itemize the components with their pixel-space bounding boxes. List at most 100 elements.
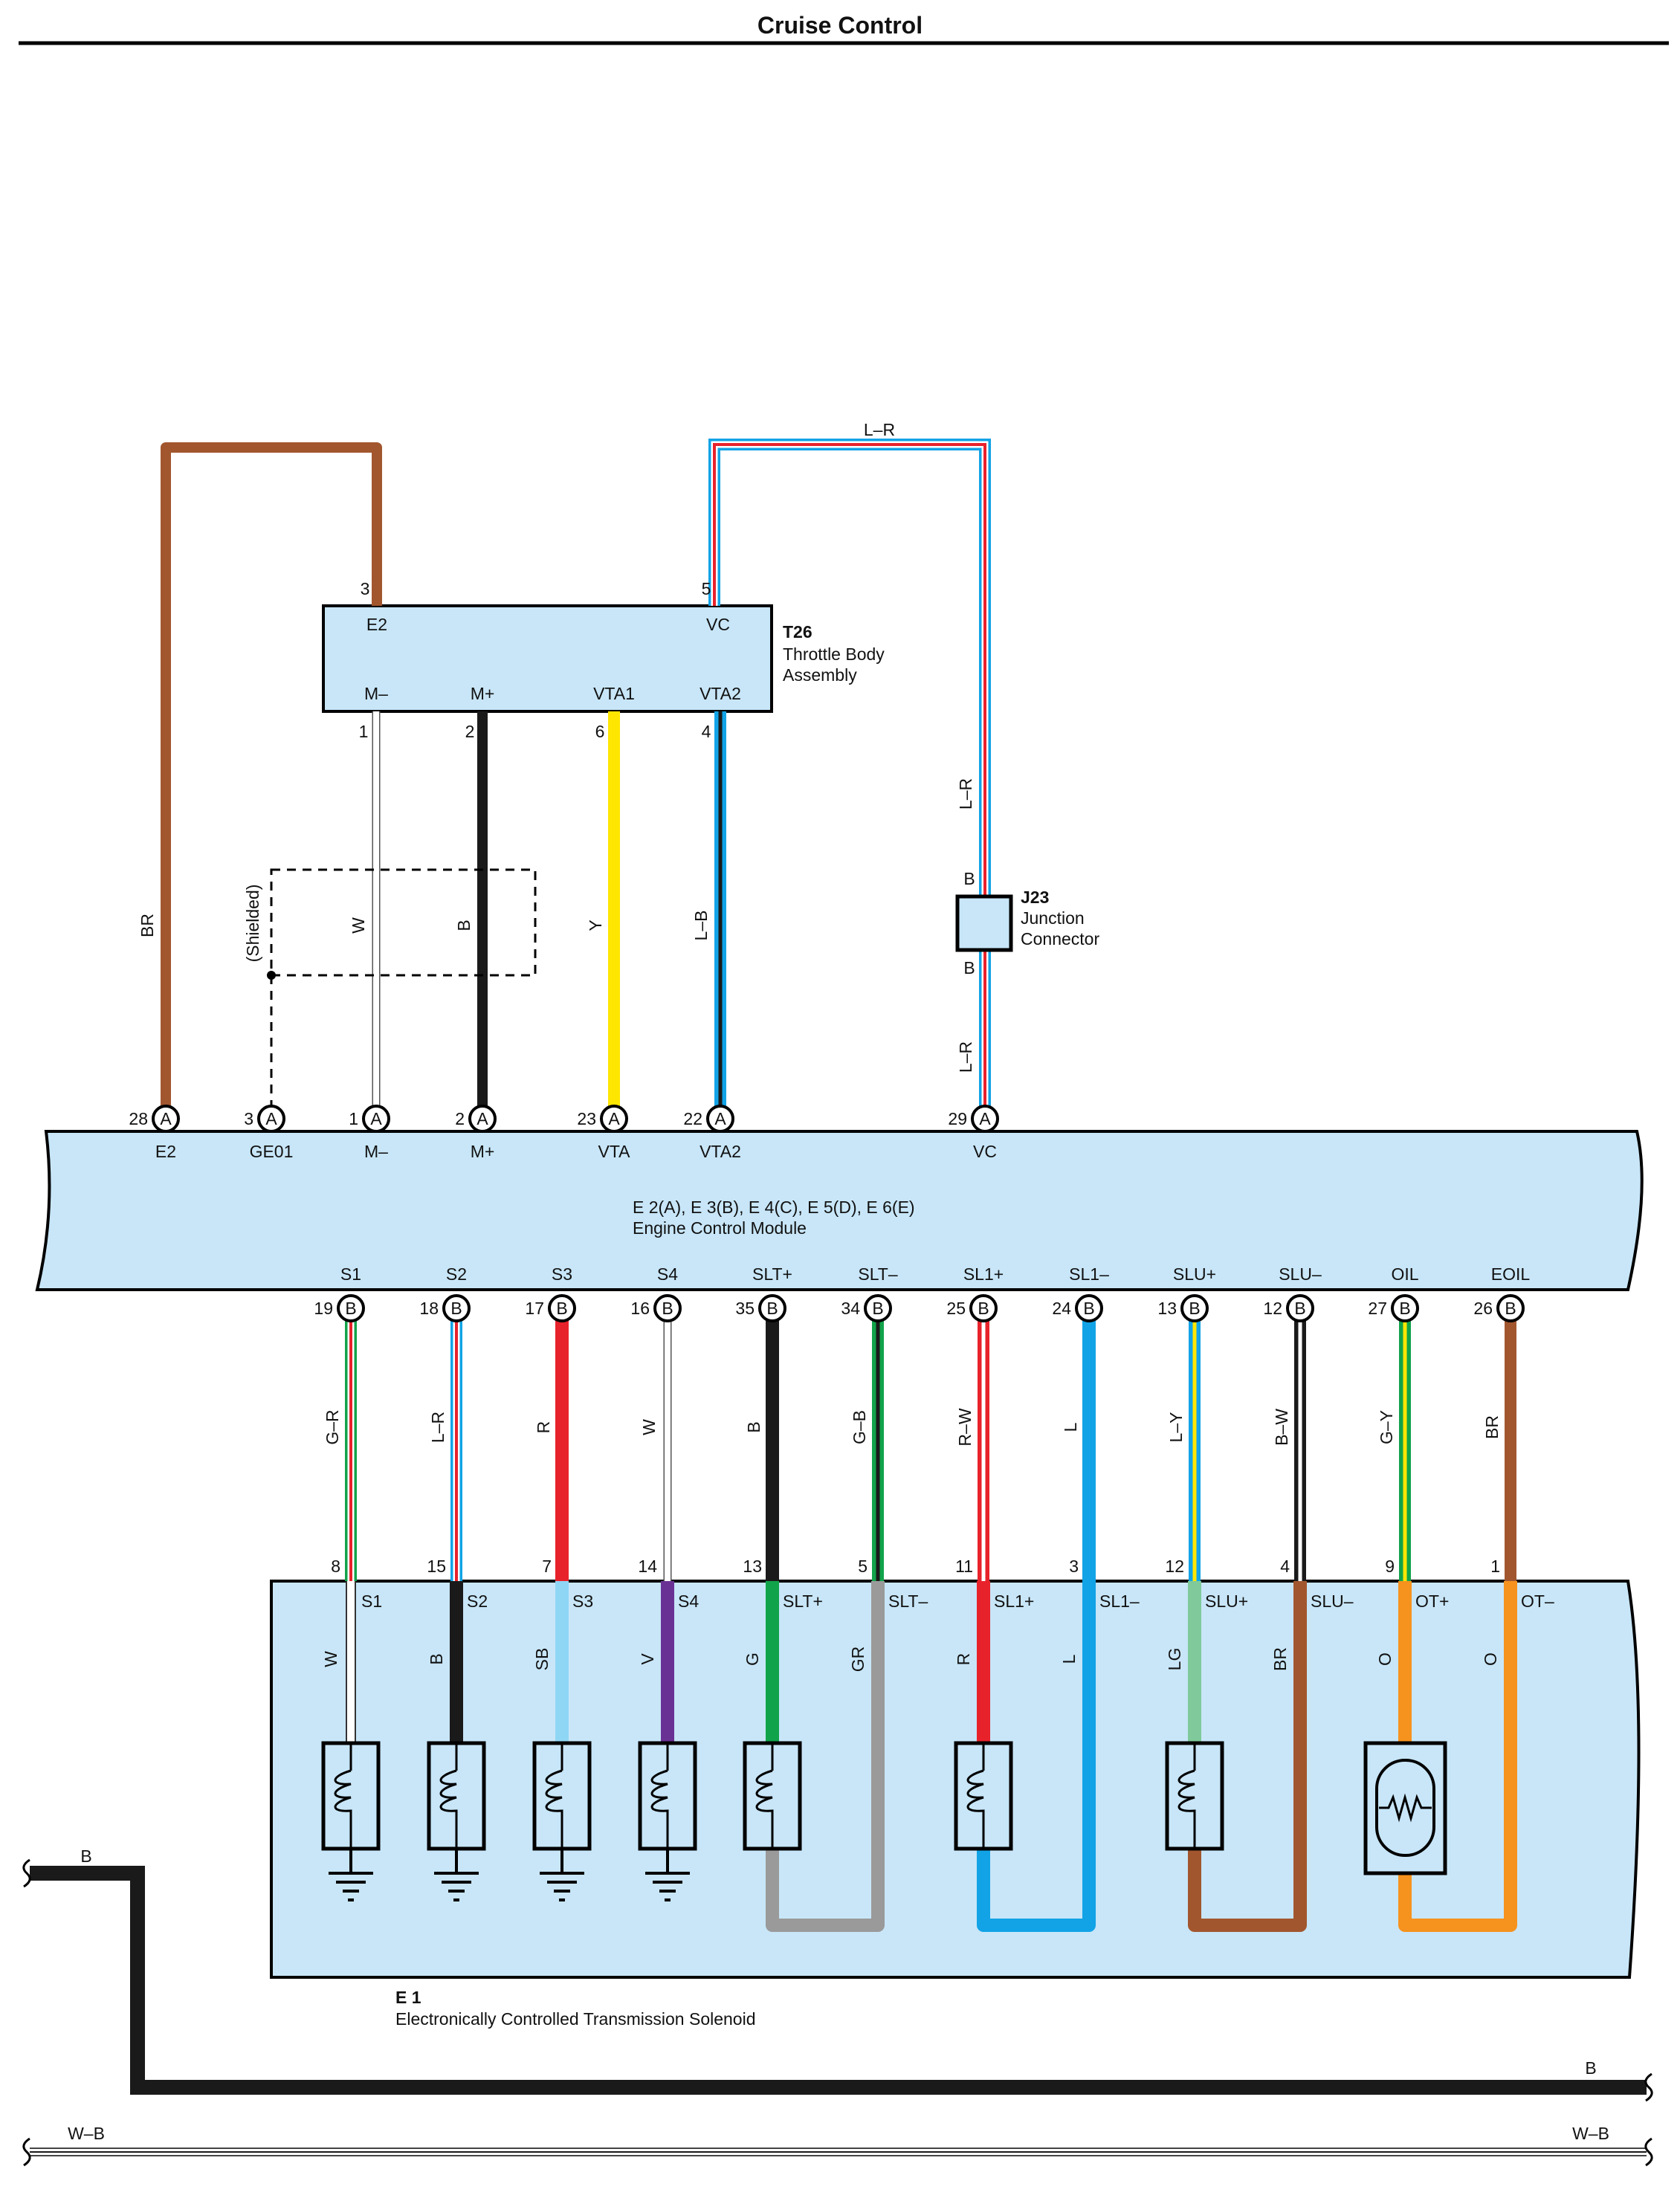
tb-term-e2: E2 (366, 615, 387, 634)
solenoid-terminal-labels: 8S1W15S2B7S3SB14S4V13SLT+G5SLT–GR11SL1+R… (321, 1557, 1554, 1672)
terminal-name: SLU– (1279, 1264, 1322, 1284)
pin-number: 28 (129, 1109, 148, 1128)
pin-number: 11 (955, 1557, 973, 1576)
connector-letter: A (476, 1109, 488, 1128)
connector-circle (864, 1294, 892, 1322)
connector-circle (971, 1105, 999, 1133)
connector-circle (1286, 1294, 1314, 1322)
terminal-name: S1 (340, 1264, 361, 1284)
terminal-name: EOIL (1491, 1264, 1531, 1284)
connector-circle (337, 1294, 365, 1322)
terminal-name: SL1– (1069, 1264, 1109, 1284)
solenoid-code: E 1 (395, 1988, 421, 2007)
upper-wire-labels: BR (Shielded) W B Y L–B L–R L–R L–R (138, 420, 975, 1073)
terminal-name: M– (364, 1142, 388, 1161)
pin-number: 26 (1473, 1299, 1493, 1318)
connector-circle (758, 1294, 786, 1322)
connector-circle (1180, 1294, 1209, 1322)
inner-wire-color-label: BR (1270, 1647, 1290, 1671)
pin-number: 3 (244, 1109, 253, 1128)
terminal-name: SLT– (858, 1264, 897, 1284)
solenoid-title: E 1 Electronically Controlled Transmissi… (395, 1988, 756, 2029)
solenoid-internal-wires (346, 1581, 1517, 1932)
bus-label-wb-left: W–B (68, 2124, 105, 2143)
pin-number: 12 (1263, 1299, 1282, 1318)
connector-circle (548, 1294, 576, 1322)
connector-letter: B (450, 1299, 462, 1318)
ecm-box (35, 1130, 1644, 1291)
pin-number: 2 (455, 1109, 465, 1128)
solenoid-coil-icon (638, 1741, 697, 1851)
terminal-name: SLU+ (1205, 1591, 1248, 1611)
terminal-name: VTA2 (700, 1142, 741, 1161)
inner-wire-color-label: O (1481, 1652, 1500, 1666)
tb-name-1: Throttle Body (783, 644, 885, 664)
connector-letter: B (872, 1299, 883, 1318)
wire-color-label: W (639, 1419, 659, 1435)
terminal-name: VTA (598, 1142, 630, 1161)
pin-number: 25 (946, 1299, 966, 1318)
label-lr-low: L–R (956, 1041, 975, 1073)
throttle-body-title: T26 Throttle Body Assembly (783, 622, 885, 685)
terminal-name: S2 (446, 1264, 467, 1284)
terminal-name: SLT– (888, 1591, 928, 1611)
ecm-bottom-terminal-4: SLT+B35 (735, 1264, 792, 1322)
ecm-top-terminal-2: A1M– (349, 1105, 390, 1161)
tb-pin-vta2: 4 (702, 722, 711, 741)
terminal-name: SL1+ (963, 1264, 1004, 1284)
pin-number: 3 (1069, 1557, 1079, 1576)
inner-wire-color-label: W (321, 1651, 340, 1667)
inner-wire-color-label: B (427, 1653, 446, 1664)
connector-circle (442, 1294, 471, 1322)
terminal-name: VC (973, 1142, 997, 1161)
junction-name-2: Connector (1021, 929, 1099, 949)
bus-label-wb-right: W–B (1572, 2124, 1609, 2143)
solenoid-terminal-10: 9OT+O (1375, 1557, 1449, 1666)
ecm-bottom-terminal-6: SL1+B25 (946, 1264, 1004, 1322)
wire-color-label: R (534, 1421, 553, 1434)
terminal-name: GE01 (250, 1142, 294, 1161)
junction-name-1: Junction (1021, 908, 1085, 928)
connector-circle (969, 1294, 998, 1322)
pin-number: 4 (1280, 1557, 1290, 1576)
connector-letter: B (345, 1299, 356, 1318)
connector-letter: B (556, 1299, 567, 1318)
terminal-name: SL1– (1099, 1591, 1140, 1611)
connector-circle (1496, 1294, 1525, 1322)
ecm-bottom-terminal-5: SLT–B34 (841, 1264, 898, 1322)
pin-number: 16 (630, 1299, 650, 1318)
pin-number: 9 (1385, 1557, 1395, 1576)
junction-labels: B B J23 Junction Connector (963, 869, 1099, 977)
inner-wire-color-label: V (638, 1653, 657, 1665)
wire-br-e2 (161, 442, 382, 1119)
throttle-body-box (322, 604, 773, 713)
connector-letter: A (979, 1109, 991, 1128)
inner-wire-color-label: L (1059, 1654, 1079, 1664)
connector-letter: A (714, 1109, 726, 1128)
pin-number: 5 (858, 1557, 868, 1576)
terminal-name: SLT+ (783, 1591, 823, 1611)
connector-circle (653, 1294, 682, 1322)
inner-wire-color-label: LG (1165, 1648, 1184, 1671)
pin-number: 19 (314, 1299, 333, 1318)
inner-wire-color-label: R (954, 1653, 973, 1666)
inner-wire-color-label: O (1375, 1652, 1395, 1666)
connector-letter: A (160, 1109, 172, 1128)
wire-color-label: G–B (850, 1410, 869, 1444)
bus-break-right-wb (1644, 2137, 1653, 2167)
pin-number: 7 (542, 1557, 552, 1576)
connector-letter: A (370, 1109, 382, 1128)
pin-number: 35 (735, 1299, 755, 1318)
label-lr-mid: L–R (956, 778, 975, 809)
junction-connector-box (955, 894, 1013, 952)
ecm-name: Engine Control Module (633, 1218, 807, 1238)
pin-number: 17 (525, 1299, 544, 1318)
solenoid-coil-icon (743, 1741, 802, 1851)
tb-term-vc: VC (706, 615, 730, 634)
